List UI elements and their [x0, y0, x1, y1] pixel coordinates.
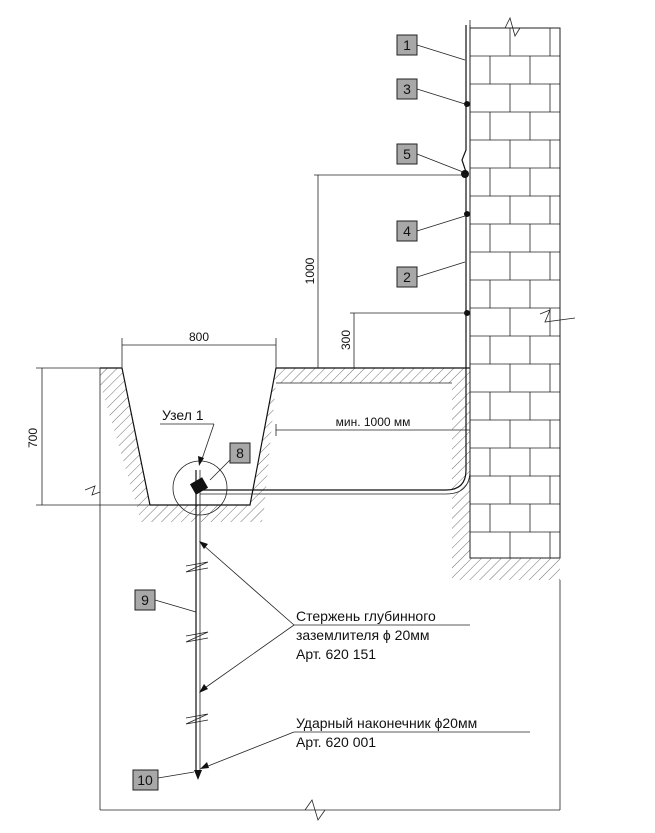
rod-note: Стержень глубинного заземлителя ϕ 20мм А… — [199, 541, 470, 693]
brick-wall — [469, 16, 576, 559]
rod-note-line1: Стержень глубинного — [296, 608, 436, 624]
ground-rod — [172, 460, 228, 780]
ground-break-left — [84, 485, 101, 496]
rod-break-1 — [185, 561, 209, 573]
svg-text:9: 9 — [141, 592, 149, 608]
wall-break-right — [539, 309, 576, 323]
tag-2: 2 — [396, 261, 466, 288]
clamp-2 — [464, 211, 470, 217]
rod-note-line2: заземлителя ϕ 20мм — [296, 627, 429, 643]
test-joint — [461, 170, 469, 178]
tag-9: 9 — [134, 589, 197, 613]
svg-text:10: 10 — [137, 772, 153, 788]
node-label: Узел 1 — [162, 407, 204, 423]
clamp-3 — [464, 310, 470, 316]
soil — [84, 367, 561, 821]
tag-1: 1 — [396, 34, 466, 61]
connector-clamp — [189, 477, 209, 495]
dimension-lines: 800 700 1000 300 мин. 1000 мм — [26, 174, 471, 506]
rod-break-3 — [185, 713, 209, 725]
tip-note-line2: Арт. 620 001 — [296, 734, 376, 750]
rod-break-2 — [185, 631, 209, 643]
tag-10: 10 — [132, 769, 195, 791]
rod-note-line3: Арт. 620 151 — [296, 646, 376, 662]
tag-3: 3 — [396, 78, 466, 105]
svg-text:1: 1 — [403, 37, 411, 53]
ground-break-bottom — [304, 799, 326, 821]
node-label-group: Узел 1 — [160, 407, 215, 466]
dim-upper-height: 1000 — [303, 257, 317, 284]
tip-note: Ударный наконечник ϕ20мм Арт. 620 001 — [200, 715, 530, 769]
dim-pit-depth: 700 — [26, 428, 40, 448]
dim-lower-height: 300 — [339, 330, 353, 350]
tag-5: 5 — [396, 143, 464, 173]
clamp-1 — [464, 101, 470, 107]
brick-courses — [470, 28, 560, 558]
svg-text:4: 4 — [403, 223, 411, 239]
dim-pit-width: 800 — [189, 330, 209, 344]
svg-text:5: 5 — [403, 146, 411, 162]
position-tags: 1 3 5 4 2 8 9 — [132, 34, 466, 791]
tag-8: 8 — [209, 442, 251, 481]
tip-note-line1: Ударный наконечник ϕ20мм — [296, 715, 477, 731]
wall-break-top — [504, 16, 521, 37]
svg-text:8: 8 — [236, 445, 244, 461]
tag-4: 4 — [396, 215, 466, 242]
svg-text:2: 2 — [403, 269, 411, 285]
svg-text:3: 3 — [403, 81, 411, 97]
dim-min-distance: мин. 1000 мм — [336, 415, 411, 429]
